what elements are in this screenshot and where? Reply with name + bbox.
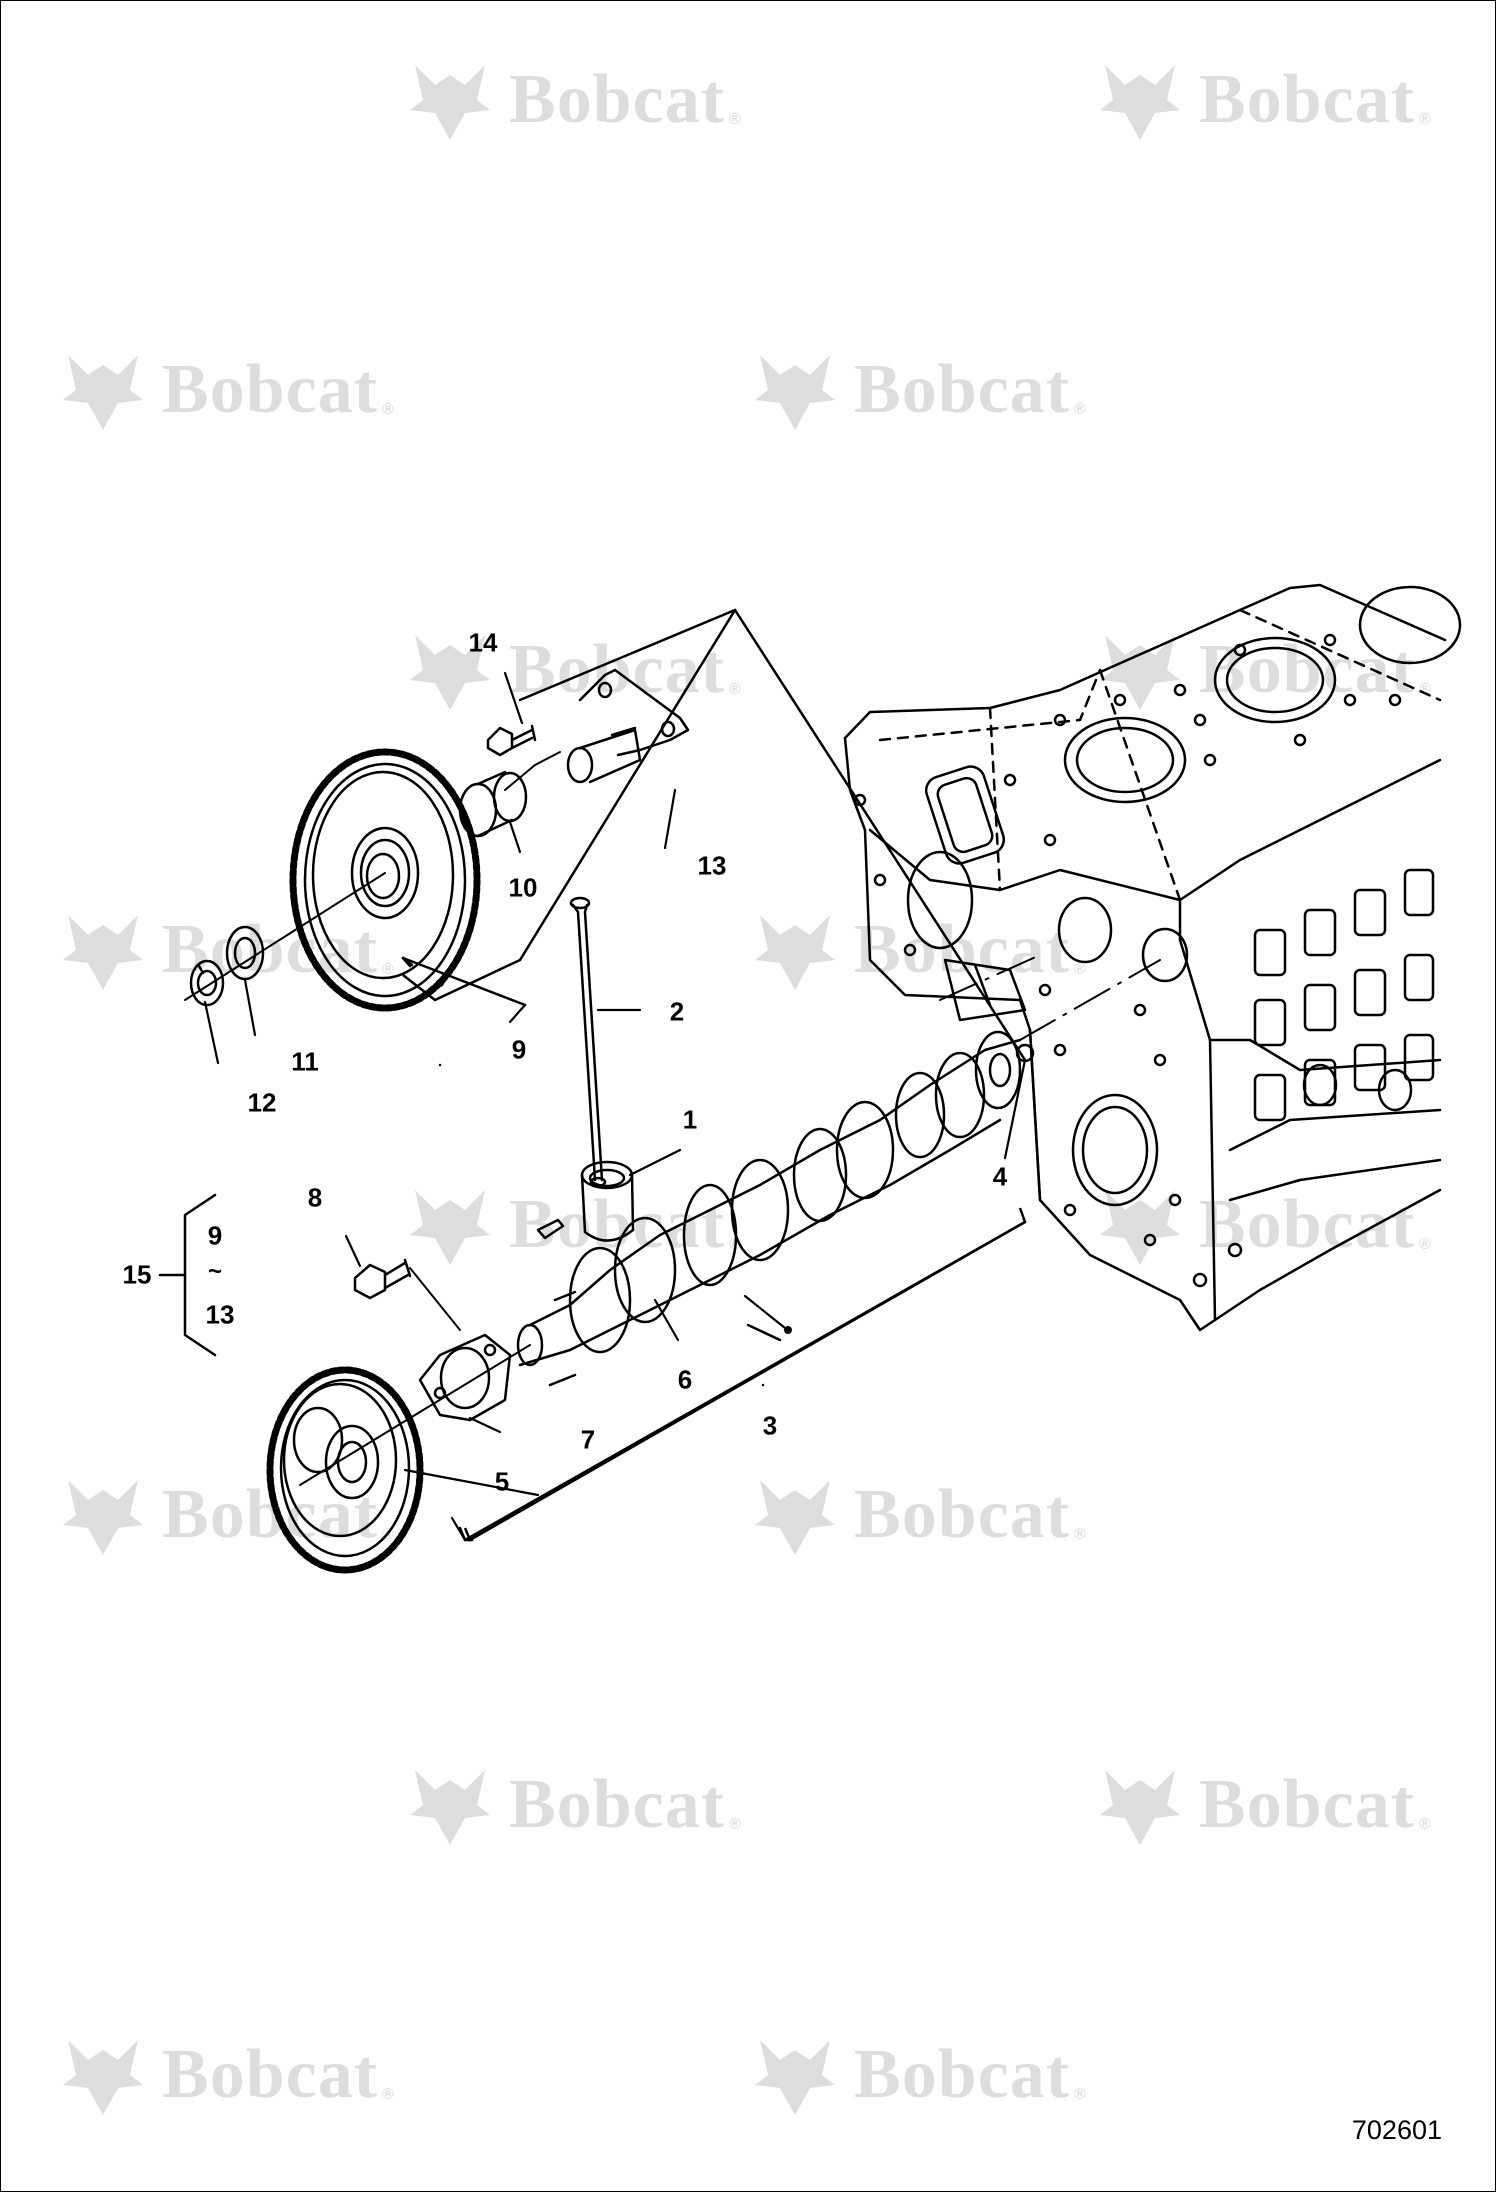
bracket-3-tick xyxy=(746,1323,782,1342)
bracket-line-3-top xyxy=(401,956,414,967)
bracket-feet xyxy=(402,609,1027,1542)
leader-lines xyxy=(203,671,1027,1542)
callout-10: 10 xyxy=(508,872,538,903)
callout-11: 11 xyxy=(291,1046,319,1077)
callout-8: 8 xyxy=(307,1182,323,1213)
idler-assembly-line xyxy=(504,751,561,791)
callout-7: 7 xyxy=(580,1424,596,1455)
cam-gear-axis-line xyxy=(299,1344,531,1486)
kit-range-end: 13 xyxy=(205,1299,235,1330)
idler-axis-line xyxy=(184,872,386,1001)
kit-brace xyxy=(158,1193,217,1357)
callout-2: 2 xyxy=(669,996,685,1027)
callout-14: 14 xyxy=(468,627,498,658)
bracket-endpoints xyxy=(436,979,792,1334)
camshaft xyxy=(516,1030,1022,1387)
camshaft-stopper xyxy=(418,1333,512,1422)
camshaft-axis-line-upper xyxy=(939,954,1041,1001)
callout-1: 1 xyxy=(682,1104,698,1135)
idler-shaft xyxy=(566,668,690,784)
snap-ring xyxy=(189,959,225,1007)
assembly-bracket-3 xyxy=(458,608,1027,1542)
bolt xyxy=(486,724,537,757)
callout-15: 15 xyxy=(122,1259,152,1290)
engine-block xyxy=(843,583,1462,1332)
kit-range-start: 9 xyxy=(207,1220,223,1251)
callout-5: 5 xyxy=(494,1466,510,1497)
callout-6: 6 xyxy=(677,1364,693,1395)
kit-range-tilde: ~ xyxy=(207,1258,223,1285)
assembly-bracket-9 xyxy=(401,608,737,1007)
callout-13: 13 xyxy=(697,850,727,881)
cam-stopper-bolt xyxy=(353,1258,412,1300)
idler-gear xyxy=(289,748,481,1012)
cam-gear xyxy=(266,1366,424,1574)
figure-number: 702601 xyxy=(1351,2115,1442,2145)
callout-3: 3 xyxy=(762,1410,778,1441)
callout-9: 9 xyxy=(511,1034,527,1065)
bolt-axis-line xyxy=(409,1267,461,1331)
push-rod xyxy=(569,896,607,1188)
camshaft-axis-line xyxy=(1019,959,1161,1041)
assembly-bracket-9-lines xyxy=(401,956,527,1007)
shaft-key xyxy=(536,1218,565,1240)
callout-4: 4 xyxy=(992,1161,1008,1192)
callout-12: 12 xyxy=(247,1087,277,1118)
